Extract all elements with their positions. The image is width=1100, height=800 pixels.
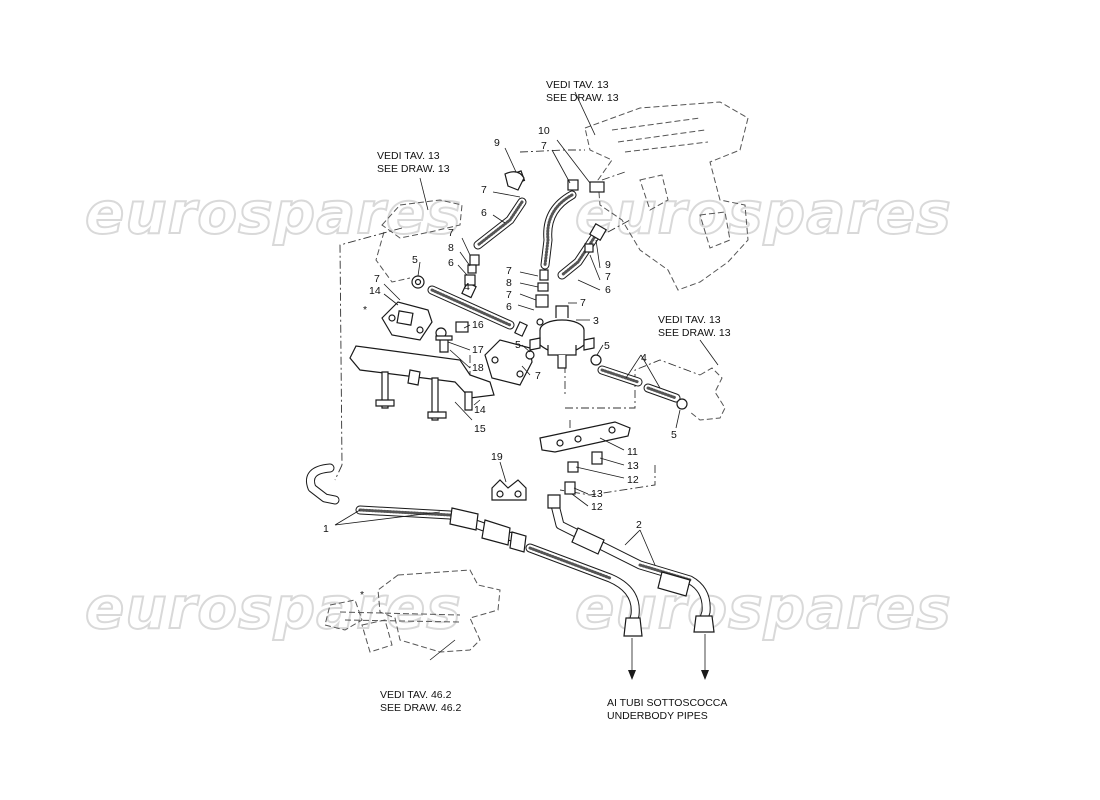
part-number: 6 <box>605 284 611 296</box>
part-number: 7 <box>541 140 547 152</box>
part-number: 7 <box>535 370 541 382</box>
callout-mid-right-line2: SEE DRAW. 13 <box>658 327 731 339</box>
pipes-lower <box>525 494 715 637</box>
watermark-top-left: eurospares <box>85 179 462 247</box>
part-number: 5 <box>604 340 610 352</box>
part-numbers: 10 7 9 7 6 7 8 6 5 7 14 * 9 7 6 7 8 7 6 … <box>323 125 677 601</box>
mounting-bracket-11 <box>539 421 631 495</box>
part-number: 8 <box>506 277 512 289</box>
callout-mid-right-line1: VEDI TAV. 13 <box>658 314 721 326</box>
hose-4-right <box>590 354 688 410</box>
part-number: 7 <box>580 297 586 309</box>
callout-top-left-line2: SEE DRAW. 13 <box>377 163 450 175</box>
part-number: 6 <box>481 207 487 219</box>
part-number: 19 <box>491 451 503 463</box>
part-number: 2 <box>636 519 642 531</box>
watermark-group: eurospares eurospares eurospares eurospa… <box>84 178 952 643</box>
callout-top-left-line1: VEDI TAV. 13 <box>377 150 440 162</box>
part-number: 13 <box>627 460 639 472</box>
part-number: 11 <box>627 446 638 458</box>
hose-1-assembly <box>306 463 527 553</box>
part-number: 17 <box>472 344 484 356</box>
callout-bottom-right-line1: AI TUBI SOTTOSCOCCA <box>607 697 727 709</box>
part-number: 4 <box>641 352 647 364</box>
callout-top-right-line1: VEDI TAV. 13 <box>546 79 609 91</box>
flow-arrows <box>628 634 709 680</box>
part-number: 5 <box>412 254 418 266</box>
callouts: VEDI TAV. 13 SEE DRAW. 13 VEDI TAV. 13 S… <box>377 79 731 722</box>
watermark-top-right: eurospares <box>575 179 952 247</box>
rail-bracket <box>349 345 495 421</box>
callout-bottom-left-line2: SEE DRAW. 46.2 <box>380 702 461 714</box>
fittings-small <box>435 170 608 360</box>
part-number: 9 <box>605 259 611 271</box>
flange-plate-mid <box>484 339 533 386</box>
callout-top-right-line2: SEE DRAW. 13 <box>546 92 619 104</box>
part-number: 5 <box>671 429 677 441</box>
part-number: 3 <box>593 315 599 327</box>
part-number: 7 <box>374 273 380 285</box>
clip-19 <box>491 479 527 501</box>
part-number: 18 <box>472 362 484 374</box>
part-number: * <box>363 304 367 316</box>
part-number: 7 <box>506 289 512 301</box>
part-number: 12 <box>591 501 603 513</box>
callout-bottom-right-line2: UNDERBODY PIPES <box>607 710 708 722</box>
part-number: 7 <box>481 184 487 196</box>
part-number: 16 <box>472 319 484 331</box>
part-number: 9 <box>494 137 500 149</box>
hoses-upper <box>473 190 603 280</box>
part-number: 1 <box>323 523 329 535</box>
part-number: 8 <box>448 242 454 254</box>
pressure-regulator <box>529 305 595 369</box>
part-number: 12 <box>627 474 639 486</box>
phantom-rail-top-left <box>375 199 463 283</box>
phantom-assembly-bottom-left <box>324 569 501 653</box>
watermark-bottom-left: eurospares <box>85 574 462 642</box>
callout-bottom-left-line1: VEDI TAV. 46.2 <box>380 689 452 701</box>
part-number: 6 <box>448 257 454 269</box>
part-number: 15 <box>474 423 486 435</box>
part-number: 14 <box>474 404 486 416</box>
part-number: 4 <box>464 281 470 293</box>
part-number: 7 <box>448 227 454 239</box>
part-number: 14 <box>369 285 381 297</box>
part-number: 7 <box>506 265 512 277</box>
part-number: 10 <box>538 125 550 137</box>
leader-lines <box>334 91 719 661</box>
hose-4-left <box>411 275 544 337</box>
part-number: 5 <box>515 339 521 351</box>
part-number: 6 <box>506 301 512 313</box>
flange-plate-left <box>381 301 433 341</box>
part-number: 13 <box>591 488 603 500</box>
part-number: * <box>360 589 364 601</box>
part-number: 7 <box>605 271 611 283</box>
phantom-rail-mid-right <box>689 367 726 421</box>
